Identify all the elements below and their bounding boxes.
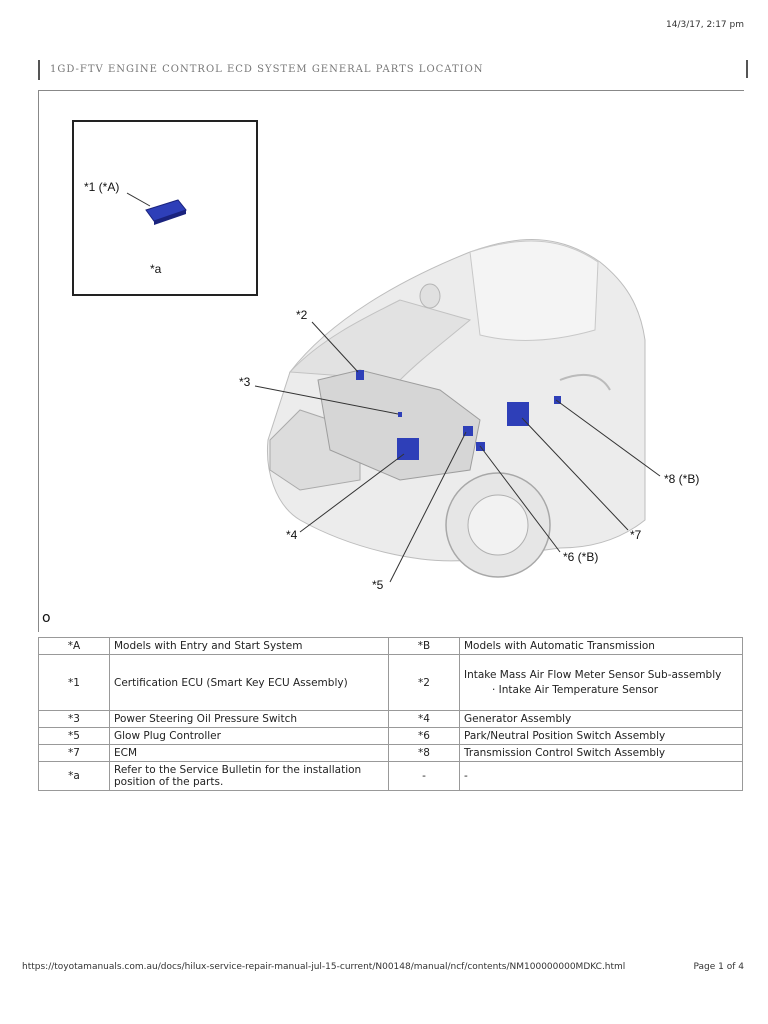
table-row: *3 Power Steering Oil Pressure Switch *4… <box>38 710 743 728</box>
table-row: *A Models with Entry and Start System *B… <box>38 637 743 655</box>
legend-code: *5 <box>38 727 110 745</box>
legend-description: Refer to the Service Bulletin for the in… <box>109 761 389 791</box>
legend-code: *4 <box>388 710 460 728</box>
legend-code: *1 <box>38 654 110 711</box>
legend-description: Certification ECU (Smart Key ECU Assembl… <box>109 654 389 711</box>
legend-code: *A <box>38 637 110 655</box>
certification-ecu-part <box>126 192 187 225</box>
callout-4: *4 <box>286 528 298 542</box>
callout-a: *a <box>150 262 162 276</box>
legend-code: *8 <box>388 744 460 762</box>
legend-code: *2 <box>388 654 460 711</box>
callout-7: *7 <box>630 528 642 542</box>
callout-2: *2 <box>296 308 308 322</box>
legend-code: - <box>388 761 460 791</box>
legend-code: *a <box>38 761 110 791</box>
callout-6: *6 (*B) <box>563 550 599 564</box>
table-row: *1 Certification ECU (Smart Key ECU Asse… <box>38 654 743 711</box>
print-timestamp: 14/3/17, 2:17 pm <box>666 20 744 30</box>
callout-8: *8 (*B) <box>664 472 700 486</box>
parts-location-illustration <box>126 192 661 583</box>
legend-description: Models with Automatic Transmission <box>459 637 743 655</box>
footer-page-number: Page 1 of 4 <box>693 962 745 972</box>
legend-sub-item: · Intake Air Temperature Sensor <box>492 684 659 696</box>
footer-url[interactable]: https://toyotamanuals.com.au/docs/hilux-… <box>22 962 626 972</box>
leader-lines <box>254 321 661 583</box>
legend-description: ECM <box>109 744 389 762</box>
legend-code: *B <box>388 637 460 655</box>
parts-legend-table: *A Models with Entry and Start System *B… <box>38 637 743 791</box>
callout-1: *1 (*A) <box>84 180 120 194</box>
document-title-text: 1GD-FTV ENGINE CONTROL ECD SYSTEM GENERA… <box>50 64 484 75</box>
legend-code: *7 <box>38 744 110 762</box>
document-title: 1GD-FTV ENGINE CONTROL ECD SYSTEM GENERA… <box>38 60 750 80</box>
legend-description: Glow Plug Controller <box>109 727 389 745</box>
legend-code: *6 <box>388 727 460 745</box>
legend-description: Models with Entry and Start System <box>109 637 389 655</box>
figure-corner-mark: o <box>42 610 51 626</box>
title-right-bar <box>746 60 748 78</box>
legend-description: Intake Mass Air Flow Meter Sensor Sub-as… <box>459 654 743 711</box>
callout-5: *5 <box>372 578 384 592</box>
legend-description: Generator Assembly <box>459 710 743 728</box>
table-row: *7 ECM *8 Transmission Control Switch As… <box>38 744 743 762</box>
callout-3: *3 <box>239 375 251 389</box>
figure-frame <box>38 90 744 632</box>
vehicle-body <box>266 239 646 578</box>
legend-code: *3 <box>38 710 110 728</box>
table-row: *a Refer to the Service Bulletin for the… <box>38 761 743 791</box>
legend-description: Power Steering Oil Pressure Switch <box>109 710 389 728</box>
inset-box <box>72 120 258 296</box>
table-row: *5 Glow Plug Controller *6 Park/Neutral … <box>38 727 743 745</box>
legend-description: - <box>459 761 743 791</box>
legend-description-main: Intake Mass Air Flow Meter Sensor Sub-as… <box>464 669 722 681</box>
legend-description: Park/Neutral Position Switch Assembly <box>459 727 743 745</box>
legend-description: Transmission Control Switch Assembly <box>459 744 743 762</box>
